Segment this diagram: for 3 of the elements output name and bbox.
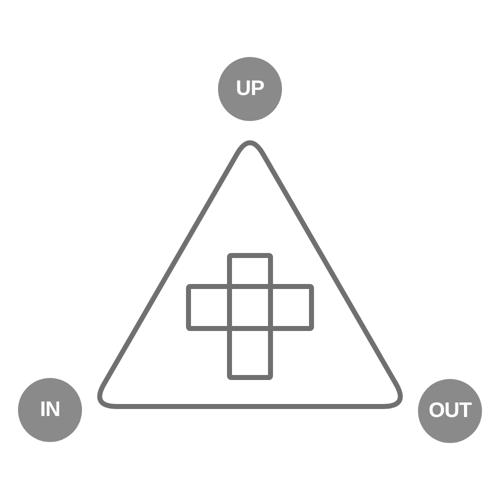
circle-node: UP xyxy=(218,57,282,121)
circle-node: OUT xyxy=(418,379,482,443)
circle-node: IN xyxy=(18,378,82,442)
